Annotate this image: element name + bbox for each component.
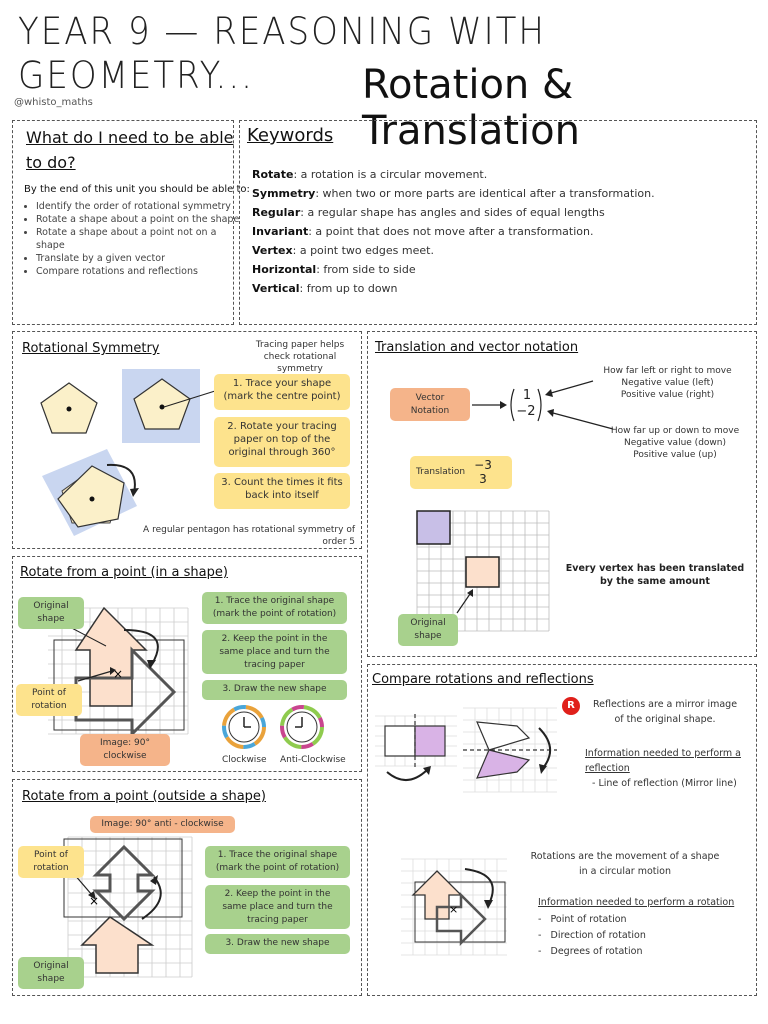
rotate-out-heading: Rotate from a point (outside a shape)	[22, 789, 266, 804]
pentagon-diagram	[40, 369, 216, 536]
anticlockwise-label: Anti-Clockwise	[280, 755, 346, 765]
keyword-item: Regular: a regular shape has angles and …	[252, 206, 605, 219]
rotate-description: Rotations are the movement of a shape in…	[530, 851, 720, 877]
keyword-item: Invariant: a point that does not move af…	[252, 225, 594, 238]
rotate-out-step-3: 3. Draw the new shape	[205, 934, 350, 954]
objectives-list: Identify the order of rotational symmetr…	[22, 200, 241, 278]
list-item: Compare rotations and reflections	[36, 265, 241, 278]
rotate-in-original-label: Original shape	[18, 597, 84, 629]
rotate-in-image-label: Image: 90° clockwise	[80, 734, 170, 766]
rotational-symmetry-heading: Rotational Symmetry	[22, 341, 160, 356]
r-badge: R	[562, 697, 580, 715]
vertical-note: How far up or down to move Negative valu…	[610, 426, 740, 460]
keyword-item: Symmetry: when two or more parts are ide…	[252, 187, 655, 200]
compare-heading: Compare rotations and reflections	[372, 672, 594, 687]
rotate-in-point-label: Point of rotation	[16, 684, 82, 716]
keyword-item: Vertex: a point two edges meet.	[252, 244, 434, 257]
rotate-out-original-label: Original shape	[18, 957, 84, 989]
rotate-info-list: - Point of rotation - Direction of rotat…	[538, 912, 646, 960]
rotate-in-heading: Rotate from a point (in a shape)	[20, 565, 228, 580]
list-item: Identify the order of rotational symmetr…	[36, 200, 241, 213]
rotate-info-heading: Information needed to perform a rotation	[538, 897, 735, 908]
rotate-in-step-2: 2. Keep the point in the same place and …	[202, 630, 347, 674]
rotate-out-image-label: Image: 90° anti - clockwise	[90, 816, 235, 833]
list-item: Rotate a shape about a point not on a sh…	[36, 226, 241, 252]
clock-icons	[222, 705, 324, 749]
rotate-out-panel	[12, 779, 362, 996]
rotate-out-diagram: ×	[63, 836, 193, 978]
tracing-tip: Tracing paper helps check rotational sym…	[255, 340, 345, 374]
symmetry-step-3: 3. Count the times it fits back into its…	[214, 473, 350, 509]
translation-original-label: Original shape	[398, 614, 458, 646]
rotate-out-step-2: 2. Keep the point in the same place and …	[205, 885, 350, 929]
clockwise-label: Clockwise	[222, 755, 267, 765]
author-handle: @whisto_maths	[14, 97, 93, 108]
keywords-panel	[239, 120, 757, 325]
reflect-info-item: - Line of reflection (Mirror line)	[592, 778, 737, 789]
keyword-item: Horizontal: from side to side	[252, 263, 416, 276]
vector-arrows	[416, 380, 614, 632]
vector-top-value: 1	[522, 388, 532, 403]
list-item: - Point of rotation	[538, 914, 627, 925]
svg-text:×: ×	[89, 894, 99, 908]
objectives-intro: By the end of this unit you should be ab…	[24, 184, 250, 195]
symmetry-step-1: 1. Trace your shape (mark the centre poi…	[214, 374, 350, 410]
objectives-panel	[12, 120, 234, 325]
list-item: Rotate a shape about a point on the shap…	[36, 213, 241, 226]
translation-top-value: −3	[474, 458, 492, 472]
keyword-item: Rotate: a rotation is a circular movemen…	[252, 168, 488, 181]
rotational-symmetry-panel	[12, 331, 362, 549]
reflect-info-heading: Information needed to perform a reflecti…	[585, 748, 741, 774]
page-title: YEAR 9 — REASONING WITH GEOMETRY...	[18, 10, 546, 98]
keyword-item: Vertical: from up to down	[252, 282, 398, 295]
rotate-in-step-1: 1. Trace the original shape (mark the po…	[202, 592, 347, 624]
svg-text:×: ×	[113, 667, 123, 681]
translation-heading: Translation and vector notation	[375, 340, 579, 355]
rotate-out-step-1: 1. Trace the original shape (mark the po…	[205, 846, 350, 878]
list-item: Translate by a given vector	[36, 252, 241, 265]
rotate-in-step-3: 3. Draw the new shape	[202, 680, 347, 700]
svg-text:×: ×	[449, 903, 458, 916]
symmetry-caption: A regular pentagon has rotational symmet…	[143, 525, 355, 547]
list-item: - Degrees of rotation	[538, 946, 643, 957]
horizontal-note: How far left or right to move Negative v…	[603, 366, 732, 400]
vector-notation-label: Vector Notation	[390, 388, 470, 421]
keywords-heading: Keywords	[247, 125, 334, 146]
compare-panel	[367, 664, 757, 996]
vector-bottom-value: −2	[516, 404, 536, 419]
vertex-note: Every vertex has been translated by the …	[565, 563, 745, 587]
reflect-description: Reflections are a mirror image of the or…	[592, 699, 738, 725]
objectives-heading: What do I need to be able	[26, 128, 234, 147]
rotate-in-panel	[12, 556, 362, 772]
symmetry-step-2: 2. Rotate your tracing paper on top of t…	[214, 417, 350, 467]
list-item: - Direction of rotation	[538, 930, 646, 941]
rotate-out-point-label: Point of rotation	[18, 846, 84, 878]
translation-panel	[367, 331, 757, 657]
translation-bottom-value: 3	[479, 472, 487, 486]
translation-label: Translation	[410, 456, 512, 489]
objectives-heading-2: to do?	[26, 153, 76, 172]
keywords-list: Rotate: a rotation is a circular movemen…	[252, 165, 752, 298]
page-subtitle: Rotation & Translation	[362, 62, 580, 154]
compare-diagrams: ×	[375, 707, 557, 956]
